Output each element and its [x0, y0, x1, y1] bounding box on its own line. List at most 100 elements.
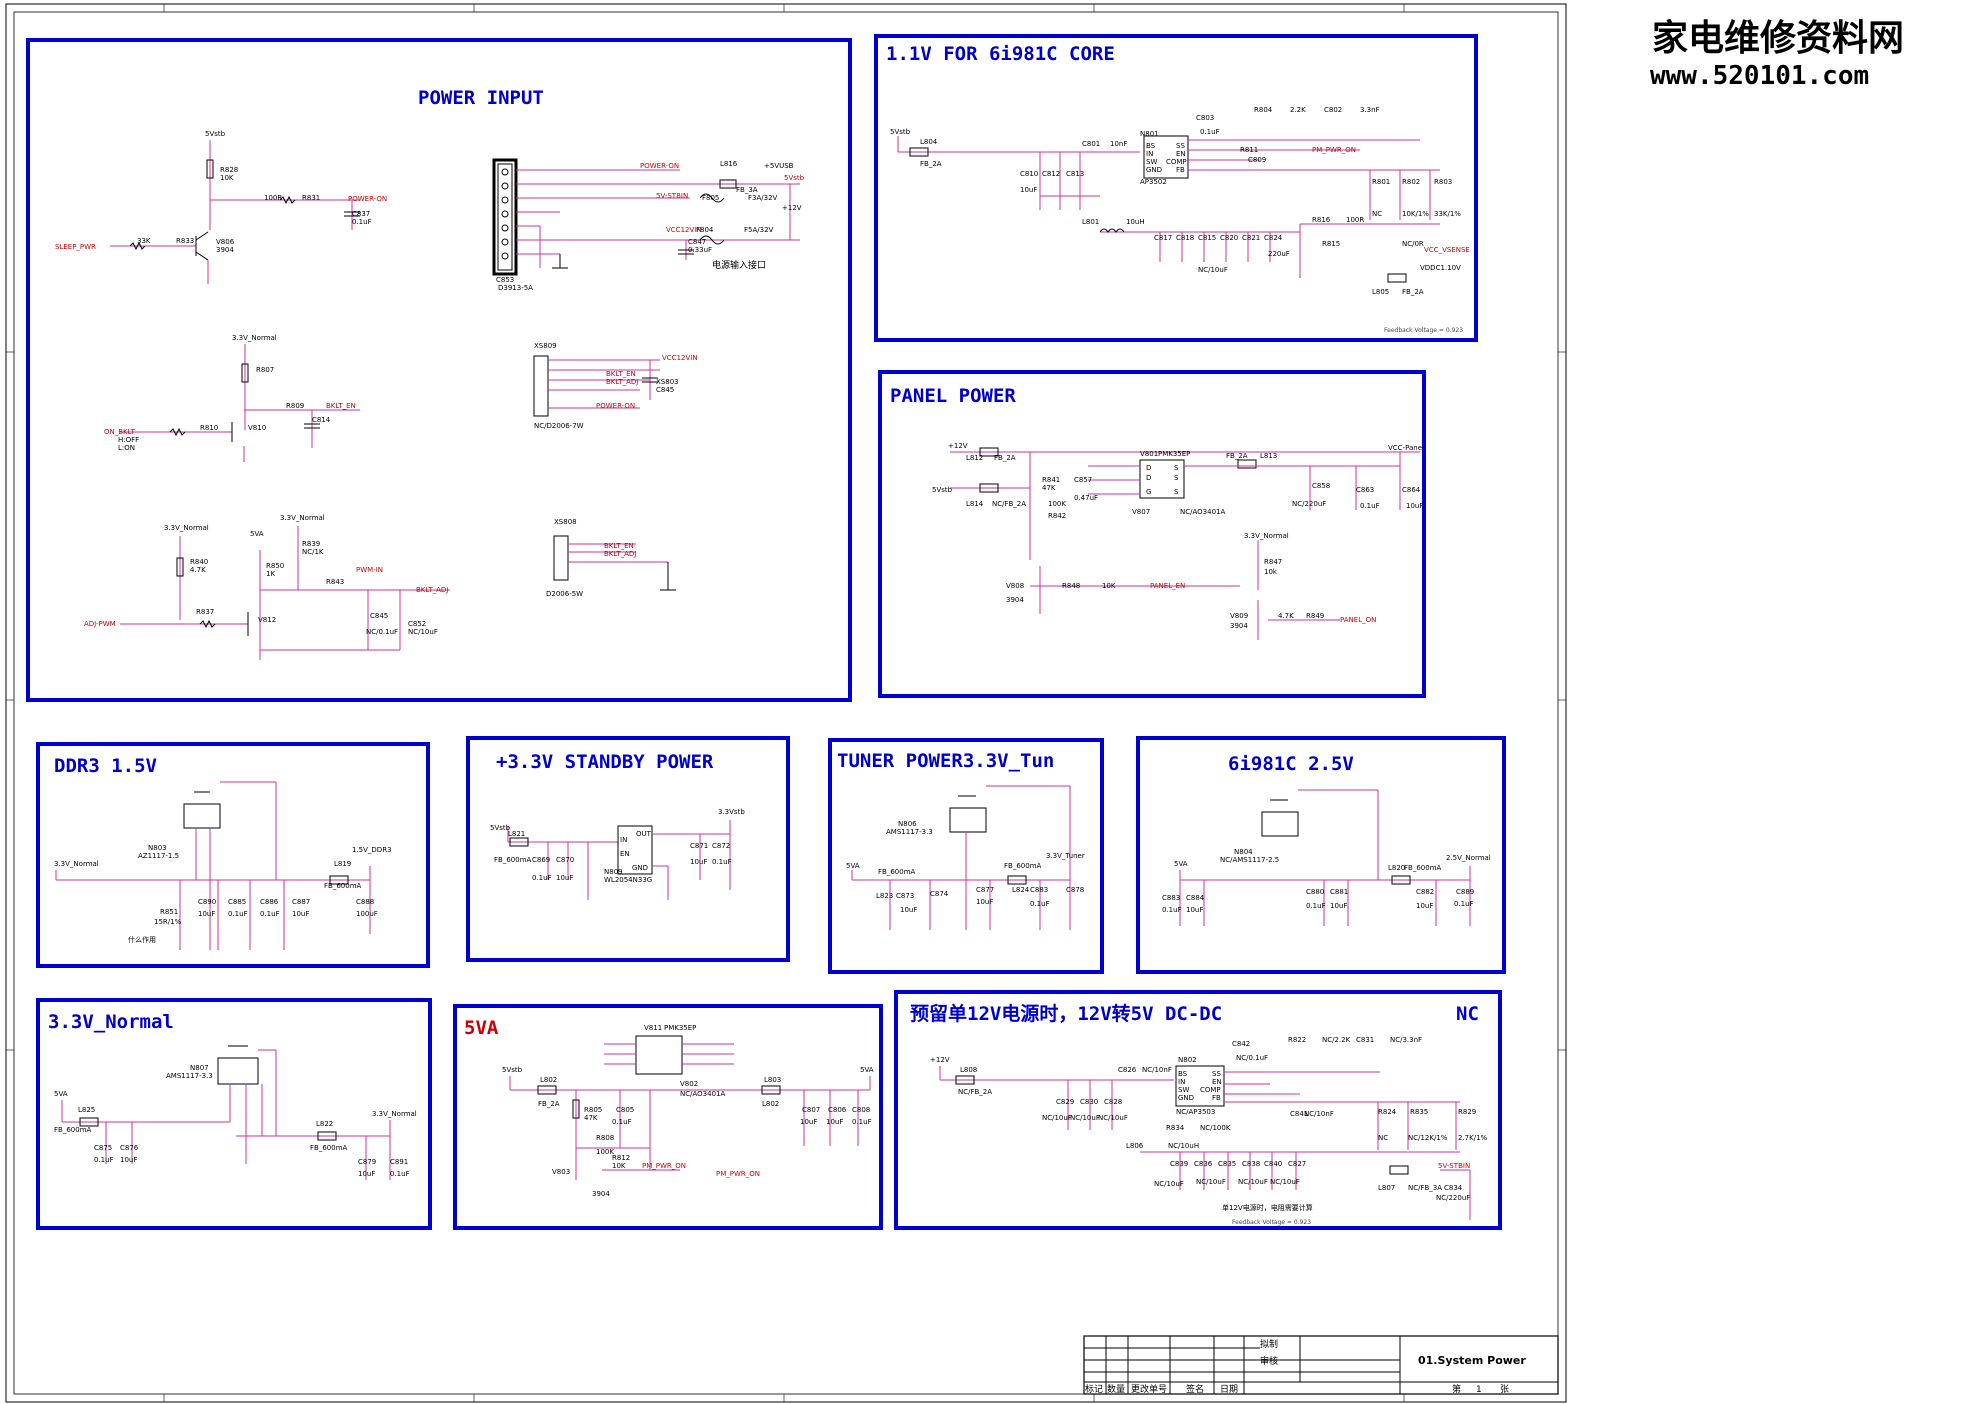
schematic-label: SS	[1212, 1070, 1221, 1078]
schematic-label: NC/10nF	[1304, 1110, 1334, 1118]
schematic-label: 签名	[1186, 1383, 1204, 1395]
schematic-label: R837	[196, 608, 214, 616]
schematic-label: 2.5V_Normal	[1446, 854, 1491, 862]
tuner-circuit: N806 AMS1117-3.3 5VA FB_600mA L823 C873 …	[846, 785, 1085, 930]
schematic-label: IN	[1146, 150, 1153, 158]
schematic-label: XS809	[534, 342, 557, 350]
schematic-label: C831	[1356, 1036, 1374, 1044]
tb-title: 01.System Power	[1418, 1354, 1526, 1367]
schematic-label: S	[1174, 474, 1179, 482]
schematic-label: PM_PWR_ON	[642, 1162, 686, 1170]
schematic-label: 10K	[1102, 582, 1116, 590]
schematic-label: V807	[1132, 508, 1150, 516]
schematic-label: BS	[1146, 142, 1156, 150]
schematic-label: NC	[1372, 210, 1382, 218]
schematic-label: C863	[1356, 486, 1374, 494]
schematic-label: NC/12K/1%	[1408, 1134, 1448, 1142]
core-net-vsense: VCC_VSENSE	[1424, 246, 1470, 254]
schematic-label: L822	[316, 1120, 333, 1128]
schematic-label: C882	[1416, 888, 1434, 896]
schematic-label: R847	[1264, 558, 1282, 566]
schematic-label: C858	[1312, 482, 1330, 490]
schematic-label: L801	[1082, 218, 1099, 226]
schematic-label: 10K	[612, 1162, 626, 1170]
schematic-label: R801	[1372, 178, 1390, 186]
schematic-label: L802	[762, 1100, 779, 1108]
tb-drawn: 拟制	[1260, 1338, 1278, 1350]
schematic-label: NC/AMS1117-2.5	[1220, 856, 1279, 864]
schematic-label: 10K/1%	[1402, 210, 1429, 218]
panel-net-on: PANEL_ON	[1340, 616, 1376, 624]
schematic-label: L804	[920, 138, 938, 146]
schematic-label: NC/FB_2A	[992, 500, 1026, 508]
schematic-label: R839	[302, 540, 320, 548]
schematic-label: FB_600mA	[494, 856, 532, 864]
schematic-label: C815	[1198, 234, 1216, 242]
schematic-label: C845	[656, 386, 674, 394]
schematic-label: N801	[1140, 130, 1159, 138]
schematic-label: R833	[176, 237, 194, 245]
schematic-label: R808	[596, 1134, 614, 1142]
schematic-label: C820	[1220, 234, 1238, 242]
schematic-label: GND	[1178, 1094, 1194, 1102]
schematic-label: 10nF	[1110, 140, 1127, 148]
schematic-label: S	[1174, 488, 1179, 496]
schematic-label: R805	[584, 1106, 602, 1114]
schematic-label: VCC12VIN	[662, 354, 698, 362]
schematic-label: C842	[1232, 1040, 1250, 1048]
schematic-label: 1	[1476, 1385, 1482, 1395]
schematic-label: N802	[1178, 1056, 1197, 1064]
schematic-label: 5VA	[1174, 860, 1188, 868]
schematic-label: L823	[876, 892, 893, 900]
schematic-label: C871	[690, 842, 708, 850]
schematic-label: SW	[1146, 158, 1157, 166]
schematic-label: 0.1uF	[1454, 900, 1474, 908]
schematic-label: BKLT_EN	[604, 542, 634, 550]
schematic-label: C887	[292, 898, 310, 906]
schematic-label: L:ON	[118, 444, 135, 452]
schematic-label: NC/10uF	[1154, 1180, 1184, 1188]
schematic-label: R840	[190, 558, 208, 566]
pi-net-12v: +12V	[782, 204, 802, 212]
watermark-url: www.520101.com	[1650, 61, 1869, 91]
schematic-label: PMK35EP	[664, 1024, 696, 1032]
schematic-label: C857	[1074, 476, 1092, 484]
schematic-label: 47K	[1042, 484, 1056, 492]
schematic-label: NC/D2006-7W	[534, 422, 584, 430]
schematic-label: 5V-STBIN	[1438, 1162, 1470, 1170]
schematic-label: L821	[508, 830, 525, 838]
schematic-label: 3.3Vstb	[718, 808, 745, 816]
schematic-label: L819	[334, 860, 351, 868]
schematic-label: C837	[352, 210, 370, 218]
schematic-label: C807	[802, 1106, 820, 1114]
schematic-label: 0.1uF	[852, 1118, 872, 1126]
schematic-label: C883	[1162, 894, 1180, 902]
schematic-label: FB_600mA	[1404, 864, 1442, 872]
schematic-label: SW	[1178, 1086, 1189, 1094]
schematic-label: 3.3V_Normal	[372, 1110, 417, 1118]
schematic-label: FB_600mA	[54, 1126, 92, 1134]
box-dcdc	[894, 990, 1502, 1230]
pi-net-5vstb: 5Vstb	[205, 130, 226, 138]
schematic-label: 0.1uF	[1200, 128, 1220, 136]
schematic-label: V810	[248, 424, 266, 432]
schematic-label: 5Vstb	[490, 824, 511, 832]
schematic-label: FB_2A	[1402, 288, 1424, 296]
schematic-label: C821	[1242, 234, 1260, 242]
schematic-label: C852	[408, 620, 426, 628]
schematic-label: NC/10uF	[408, 628, 438, 636]
schematic-label: NC/100K	[1200, 1124, 1231, 1132]
schematic-label: NC/220uF	[1436, 1194, 1470, 1202]
schematic-label: 10uF	[690, 858, 707, 866]
schematic-label: C810	[1020, 170, 1038, 178]
schematic-label: 10uF	[826, 1118, 843, 1126]
schematic-label: 0.1uF	[1162, 906, 1182, 914]
schematic-label: NC/0.1uF	[366, 628, 398, 636]
schematic-label: 日期	[1220, 1384, 1238, 1395]
schematic-label: G	[1146, 488, 1151, 496]
pi-net-5vstbin: 5V-STBIN	[656, 192, 688, 200]
schematic-label: BS	[1178, 1070, 1188, 1078]
schematic-label: V802	[680, 1080, 698, 1088]
schematic-label: 33K	[137, 237, 151, 245]
